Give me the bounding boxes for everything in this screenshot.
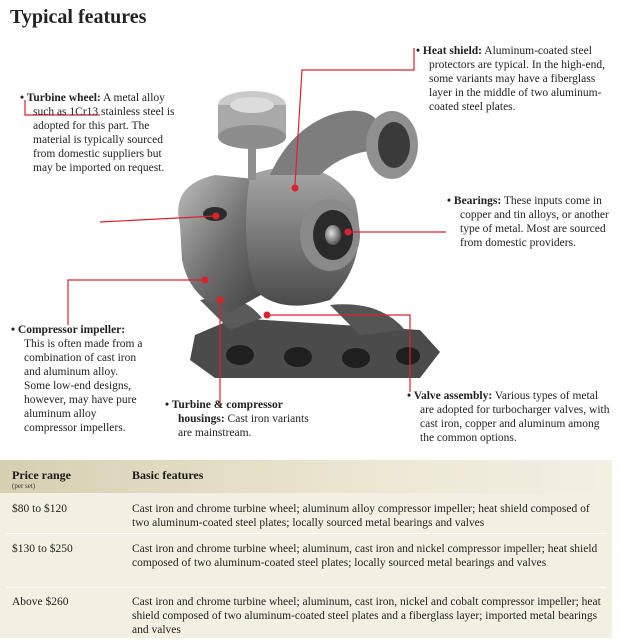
column-header-price-unit: (per set): [12, 482, 36, 490]
callout-text: Various types of metal are adopted for t…: [420, 390, 610, 444]
bullet-icon: •: [416, 45, 423, 57]
compressor-housing: [246, 166, 360, 306]
bullet-icon: •: [407, 390, 414, 402]
callout-heading: Valve assembly:: [413, 390, 493, 402]
table-cell-features: Cast iron and chrome turbine wheel; alum…: [132, 543, 598, 569]
callout-heat-shield: • Heat shield: Aluminum-coated steel pro…: [416, 44, 612, 114]
bullet-icon: •: [447, 195, 454, 207]
leader-lines: [24, 48, 446, 405]
callout-heading: Compressor impeller:: [17, 324, 126, 336]
callout-heading: Heat shield:: [422, 45, 483, 57]
table-cell-price: $130 to $250: [12, 543, 73, 555]
row-divider: [6, 533, 606, 534]
table-cell-price: Above $260: [12, 596, 69, 608]
leader-dots: [201, 184, 352, 319]
callout-turbine-wheel: • Turbine wheel: A metal alloy such as 1…: [20, 91, 182, 175]
callout-compressor-impeller: • Compressor impeller: This is often mad…: [11, 323, 147, 435]
table-cell-price: $80 to $120: [12, 503, 67, 515]
wastegate-actuator: [218, 91, 286, 180]
table-header: Price range (per set) Basic features: [0, 460, 612, 493]
callout-heading: Turbine wheel:: [26, 92, 101, 104]
callout-text: Aluminum-coated steel protectors are typ…: [429, 45, 605, 113]
callout-text: Cast iron variants are mainstream.: [178, 413, 309, 439]
callout-text: These inputs come in copper and tin allo…: [460, 195, 609, 249]
callout-housings: • Turbine & compressor housings: Cast ir…: [165, 398, 315, 440]
page-title: Typical features: [10, 6, 147, 28]
bullet-icon: •: [165, 399, 172, 411]
outlet-pipe: [270, 110, 418, 179]
callout-heading: Bearings:: [453, 195, 502, 207]
manifold-flange: [190, 297, 440, 378]
row-divider: [6, 587, 606, 588]
table-cell-features: Cast iron and chrome turbine wheel; alum…: [132, 596, 601, 636]
price-table: Price range (per set) Basic features $80…: [0, 460, 612, 638]
table-cell-features: Cast iron and chrome turbine wheel; alum…: [132, 503, 590, 529]
column-header-features: Basic features: [132, 468, 204, 482]
turbocharger-diagram: [24, 48, 446, 405]
bullet-icon: •: [11, 324, 18, 336]
callout-text: This is often made from a combination of…: [24, 338, 143, 434]
callout-bearings: • Bearings: These inputs come in copper …: [447, 194, 609, 250]
callout-text: A metal alloy such as 1Cr13 stainless st…: [33, 92, 175, 174]
callout-heading: Turbine & compressor housings:: [171, 399, 283, 425]
callout-valve-assembly: • Valve assembly: Various types of metal…: [407, 389, 612, 445]
bullet-icon: •: [20, 92, 27, 104]
column-header-price: Price range: [12, 468, 71, 482]
